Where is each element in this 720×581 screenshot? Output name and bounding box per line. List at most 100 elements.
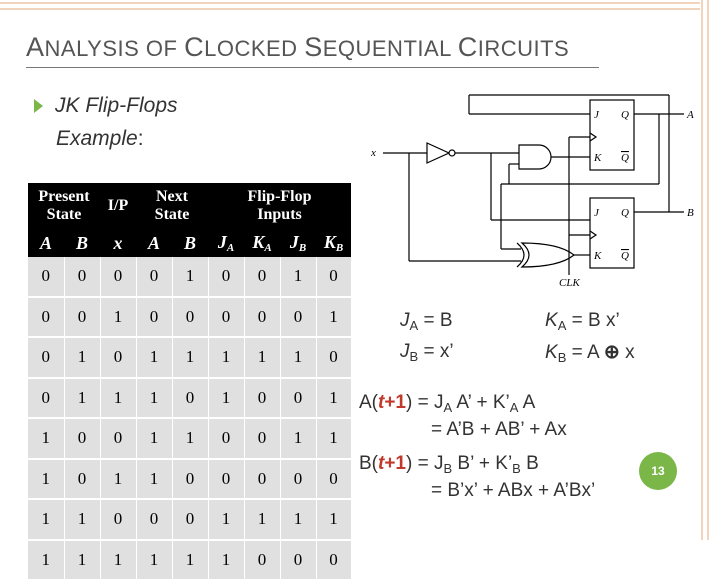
table-cell: 0 [100, 418, 137, 460]
table-cell: 1 [64, 499, 101, 541]
table-cell: 0 [208, 296, 245, 338]
table-cell: 1 [172, 539, 209, 581]
table-cell: 0 [64, 257, 101, 298]
table-cell: 1 [280, 499, 317, 541]
table-cell: 0 [172, 377, 209, 419]
ff-b-k-label: K [593, 250, 602, 262]
table-cell: 0 [172, 458, 209, 500]
subheader-b: B [64, 229, 100, 257]
slide-border-right [701, 0, 709, 540]
table-cell: 1 [28, 499, 65, 541]
ff-a-j-label: J [594, 109, 600, 121]
table-cell: 0 [244, 377, 281, 419]
table-cell: 1 [100, 539, 137, 581]
table-cell: 1 [172, 337, 209, 379]
table-cell: 0 [136, 257, 173, 298]
subheader-kb: KB [316, 229, 352, 257]
table-cell: 1 [280, 337, 317, 379]
table-cell: 1 [28, 418, 65, 460]
table-cell: 0 [244, 296, 281, 338]
subheader-next-a: A [136, 229, 172, 257]
table-cell: 0 [316, 539, 352, 581]
table-cell: 0 [28, 257, 65, 298]
xor-symbol: ⊕ [603, 342, 620, 363]
subheader-ka: KA [244, 229, 280, 257]
table-cell: 1 [28, 458, 65, 500]
subheader-ja: JA [208, 229, 244, 257]
table-cell: 0 [316, 257, 352, 298]
table-cell: 1 [136, 418, 173, 460]
table-cell: 1 [172, 257, 209, 298]
table-cell: 0 [64, 458, 101, 500]
table-cell: 1 [316, 418, 352, 460]
table-cell: 1 [136, 377, 173, 419]
table-cell: 0 [100, 257, 137, 298]
subheader-next-b: B [172, 229, 208, 257]
table-cell: 0 [28, 377, 65, 419]
table-cell: 0 [64, 296, 101, 338]
bullet-arrow-icon [34, 99, 43, 114]
table-cell: 1 [208, 539, 245, 581]
equation-a-next-simplified: = A’B + AB’ + Ax [431, 419, 567, 440]
table-cell: 0 [208, 418, 245, 460]
ff-a-qbar-label: Q [621, 152, 629, 164]
table-cell: 1 [280, 418, 317, 460]
clk-label: CLK [559, 277, 580, 289]
table-cell: 0 [280, 539, 317, 581]
table-cell: 0 [280, 296, 317, 338]
table-cell: 1 [64, 337, 101, 379]
table-cell: 1 [100, 458, 137, 500]
table-cell: 1 [208, 499, 245, 541]
table-cell: 0 [280, 377, 317, 419]
jk-circuit-diagram: J Q K Q J Q K Q x A B CLK [369, 90, 696, 289]
table-cell: 1 [244, 337, 281, 379]
equation-jb: JB = x’ [400, 341, 454, 364]
equation-a-next: A(t+1) = JA A’ + K’A A [359, 392, 536, 415]
table-cell: 1 [208, 377, 245, 419]
flip-flop-a [589, 99, 635, 171]
table-cell: 1 [316, 296, 352, 338]
equation-b-next: B(t+1) = JB B’ + K’B B [359, 453, 539, 476]
table-cell: 0 [244, 257, 281, 298]
table-cell: 1 [280, 257, 317, 298]
table-cell: 1 [244, 499, 281, 541]
table-subheader-row: A B x A B JA KA JB KB [28, 229, 352, 257]
subheader-x: x [100, 229, 136, 257]
table-cell: 0 [280, 458, 317, 500]
table-cell: 1 [136, 539, 173, 581]
table-cell: 0 [316, 337, 352, 379]
ff-b-qbar-label: Q [621, 250, 629, 262]
slide-title: ANALYSIS OF CLOCKED SEQUENTIAL CIRCUITS [26, 32, 570, 62]
ff-b-q-label: Q [621, 207, 629, 219]
table-cell: 0 [244, 458, 281, 500]
ff-b-j-label: J [594, 207, 600, 219]
flip-flop-b [589, 197, 635, 269]
table-cell: 0 [172, 296, 209, 338]
table-cell: 0 [316, 458, 352, 500]
equation-b-next-simplified: = B’x’ + ABx + A’Bx’ [431, 480, 596, 501]
table-cell: 0 [28, 296, 65, 338]
table-cell: 1 [172, 418, 209, 460]
table-cell: 1 [64, 377, 101, 419]
header-input: I/P [100, 183, 136, 229]
table-cell: 1 [28, 539, 65, 581]
table-cell: 1 [136, 337, 173, 379]
table-cell: 1 [100, 377, 137, 419]
table-cell: 0 [64, 418, 101, 460]
table-cell: 0 [244, 539, 281, 581]
equation-ja: JA = B [400, 310, 453, 333]
equation-ka: KA = B x’ [545, 310, 620, 333]
example-label: Example: [56, 127, 144, 150]
output-b-label: B [687, 207, 694, 219]
table-cell: 1 [136, 458, 173, 500]
